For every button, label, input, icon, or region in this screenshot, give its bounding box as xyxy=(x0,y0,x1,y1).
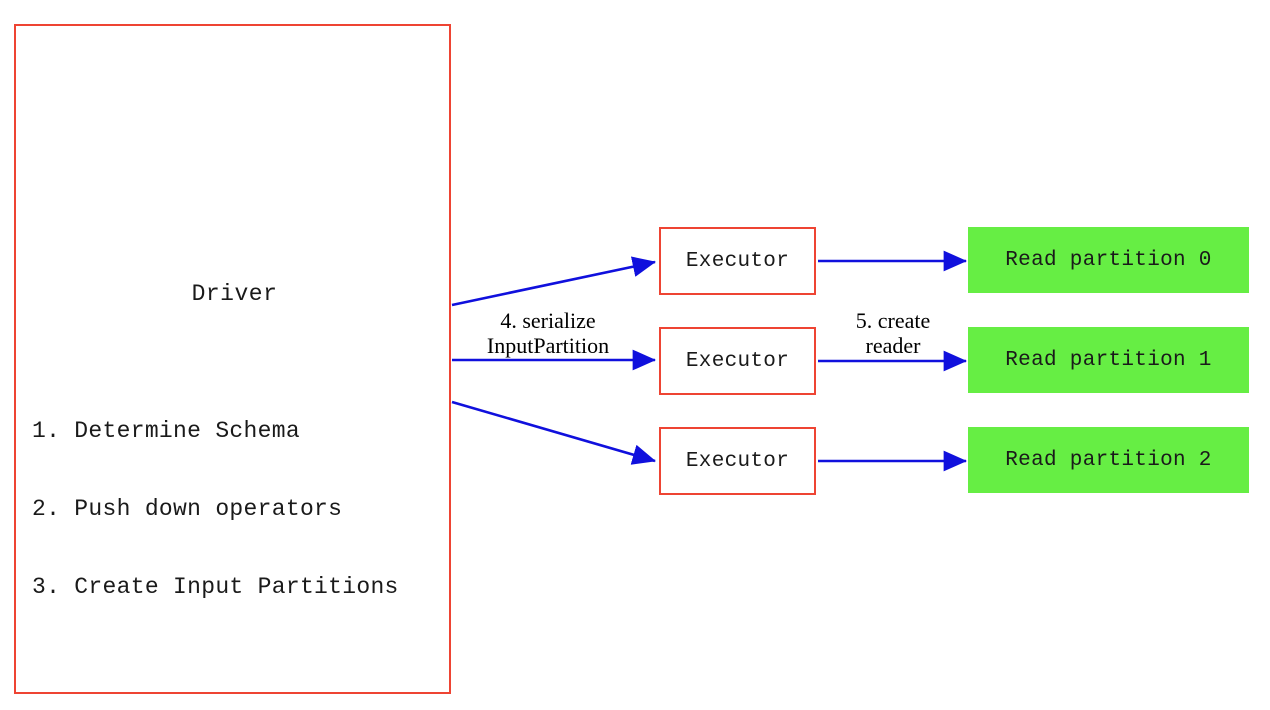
driver-step-2: 2. Push down operators xyxy=(32,496,343,522)
partition-box-2: Read partition 2 xyxy=(968,427,1249,493)
partition-box-1: Read partition 1 xyxy=(968,327,1249,393)
driver-box: Driver 1. Determine Schema 2. Push down … xyxy=(14,24,451,694)
partition-box-0: Read partition 0 xyxy=(968,227,1249,293)
driver-step-1: 1. Determine Schema xyxy=(32,418,300,444)
edge-label-create-reader-line-2: reader xyxy=(865,333,921,358)
driver-title: Driver xyxy=(191,281,278,307)
driver-step-3: 3. Create Input Partitions xyxy=(32,574,399,600)
executor-box-1: Executor xyxy=(659,227,816,295)
edge-label-serialize-line-1: 4. serialize xyxy=(500,308,596,333)
driver-steps-list: 1. Determine Schema 2. Push down operato… xyxy=(32,366,399,652)
arrow-driver-to-executor-1 xyxy=(451,256,657,307)
edge-label-serialize-line-2: InputPartition xyxy=(486,333,610,358)
arrow-driver-to-executor-3 xyxy=(451,400,656,465)
edge-label-serialize-input-partition: 4. serialize InputPartition xyxy=(459,308,637,358)
executor-box-2: Executor xyxy=(659,327,816,395)
edge-label-create-reader-line-1: 5. create xyxy=(855,308,931,333)
executor-box-3: Executor xyxy=(659,427,816,495)
edge-label-create-reader: 5. create reader xyxy=(823,308,963,358)
